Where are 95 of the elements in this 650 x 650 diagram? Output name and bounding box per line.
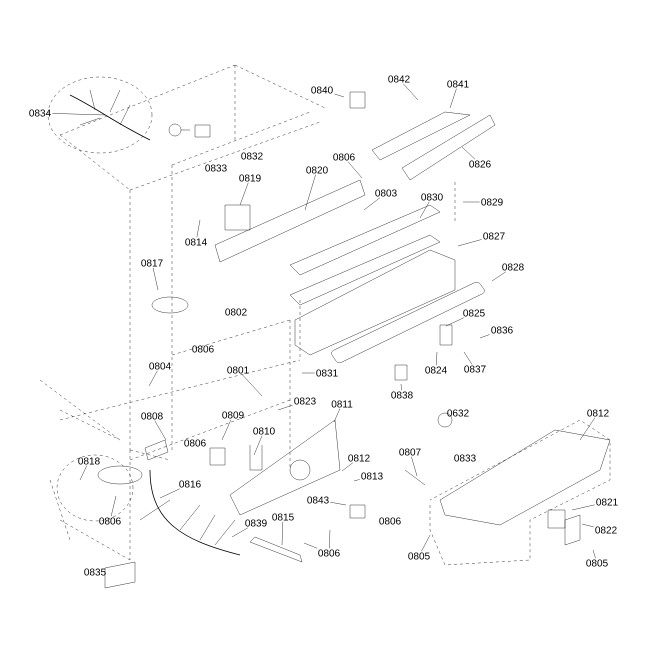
callout-number: 0822 — [595, 526, 617, 534]
leader-line — [582, 524, 594, 528]
leader-line — [580, 418, 596, 440]
leader-line — [222, 420, 232, 440]
callout-number: 0802 — [225, 308, 247, 316]
callout-number: 0827 — [483, 232, 505, 240]
leader-line — [154, 420, 166, 440]
callout-number: 0806 — [379, 517, 401, 525]
callout-number: 0843 — [307, 496, 329, 504]
leader-line — [52, 113, 106, 116]
leader-line — [334, 94, 344, 98]
leader-line — [242, 374, 262, 396]
callout-number: 0842 — [388, 75, 410, 83]
callout-number: 0826 — [469, 160, 491, 168]
callout-number: 0819 — [239, 174, 261, 182]
leader-line — [160, 488, 180, 498]
callout-number: 0834 — [29, 109, 51, 117]
leader-line — [458, 239, 482, 246]
callout-number: 0810 — [253, 427, 275, 435]
callout-number: 0840 — [311, 86, 333, 94]
leader-line — [110, 496, 116, 516]
callout-number: 0838 — [391, 391, 413, 399]
leader-line — [403, 84, 418, 100]
callout-number: 0821 — [596, 498, 618, 506]
leader-line — [254, 436, 262, 456]
callout-number: 0812 — [587, 409, 609, 417]
leader-line — [278, 404, 293, 410]
leader-line — [421, 534, 430, 552]
leader-line — [330, 502, 346, 506]
callout-number: 0803 — [375, 189, 397, 197]
leader-line — [304, 174, 316, 210]
callout-number: 0805 — [586, 559, 608, 567]
callout-number: 0835 — [84, 568, 106, 576]
leader-line — [196, 220, 200, 238]
callout-number: 0806 — [333, 153, 355, 161]
callout-number: 0831 — [316, 369, 338, 377]
leader-line — [282, 522, 284, 546]
leader-line — [329, 530, 330, 548]
callout-number: 0823 — [294, 397, 316, 405]
callout-number: 0805 — [408, 552, 430, 560]
callout-number: 0812 — [348, 454, 370, 462]
callout-number: 0841 — [447, 80, 469, 88]
leader-line — [480, 334, 490, 338]
callout-number: 0815 — [272, 513, 294, 521]
callout-number: 0806 — [99, 517, 121, 525]
callout-number: 0832 — [241, 152, 263, 160]
callout-number: 0825 — [463, 309, 485, 317]
leader-line — [400, 384, 402, 390]
callout-number: 0808 — [141, 412, 163, 420]
leader-line — [411, 456, 418, 476]
callout-number: 0820 — [306, 166, 328, 174]
leader-line — [354, 479, 360, 482]
callout-number: 0818 — [78, 457, 100, 465]
callout-number: 0813 — [361, 472, 383, 480]
leader-line — [152, 268, 158, 290]
leader-line — [302, 372, 315, 374]
leader-line — [304, 542, 318, 548]
leader-line — [240, 182, 248, 206]
callout-number: 0806 — [184, 439, 206, 447]
leader-line — [148, 370, 158, 386]
leader-line — [342, 462, 353, 472]
leader-line — [348, 162, 362, 178]
leader-line — [446, 318, 464, 326]
callout-number: 0817 — [141, 259, 163, 267]
callout-number: 0806 — [318, 549, 340, 557]
leader-line — [492, 272, 506, 282]
callout-number: 0807 — [399, 448, 421, 456]
leader-line — [450, 88, 457, 108]
leader-line — [592, 550, 596, 558]
leader-line — [364, 198, 380, 210]
callout-number: 0801 — [227, 366, 249, 374]
leader-line — [572, 504, 595, 510]
callout-number: 0837 — [464, 365, 486, 373]
callout-number: 0830 — [421, 193, 443, 201]
callout-number: 0809 — [222, 411, 244, 419]
leader-line — [80, 466, 87, 480]
callout-number: 0804 — [149, 362, 171, 370]
callout-number: 0836 — [491, 326, 513, 334]
callout-number: 0839 — [245, 519, 267, 527]
callout-number: 0816 — [179, 480, 201, 488]
callout-number: 0829 — [481, 198, 503, 206]
callout-number: 0632 — [447, 409, 469, 417]
callout-number: 0811 — [332, 400, 352, 408]
leader-line — [334, 408, 340, 422]
leader-line — [232, 528, 248, 538]
callout-number: 0814 — [185, 238, 207, 246]
leader-line — [462, 146, 476, 160]
callout-number: 0828 — [502, 263, 524, 271]
leader-line — [436, 352, 438, 366]
leader-line — [464, 352, 472, 364]
callout-number: 0824 — [425, 366, 447, 374]
callout-number: 0806 — [192, 345, 214, 353]
callout-number: 0833 — [454, 454, 476, 462]
callout-number: 0833 — [205, 164, 227, 172]
leader-line — [420, 202, 430, 218]
